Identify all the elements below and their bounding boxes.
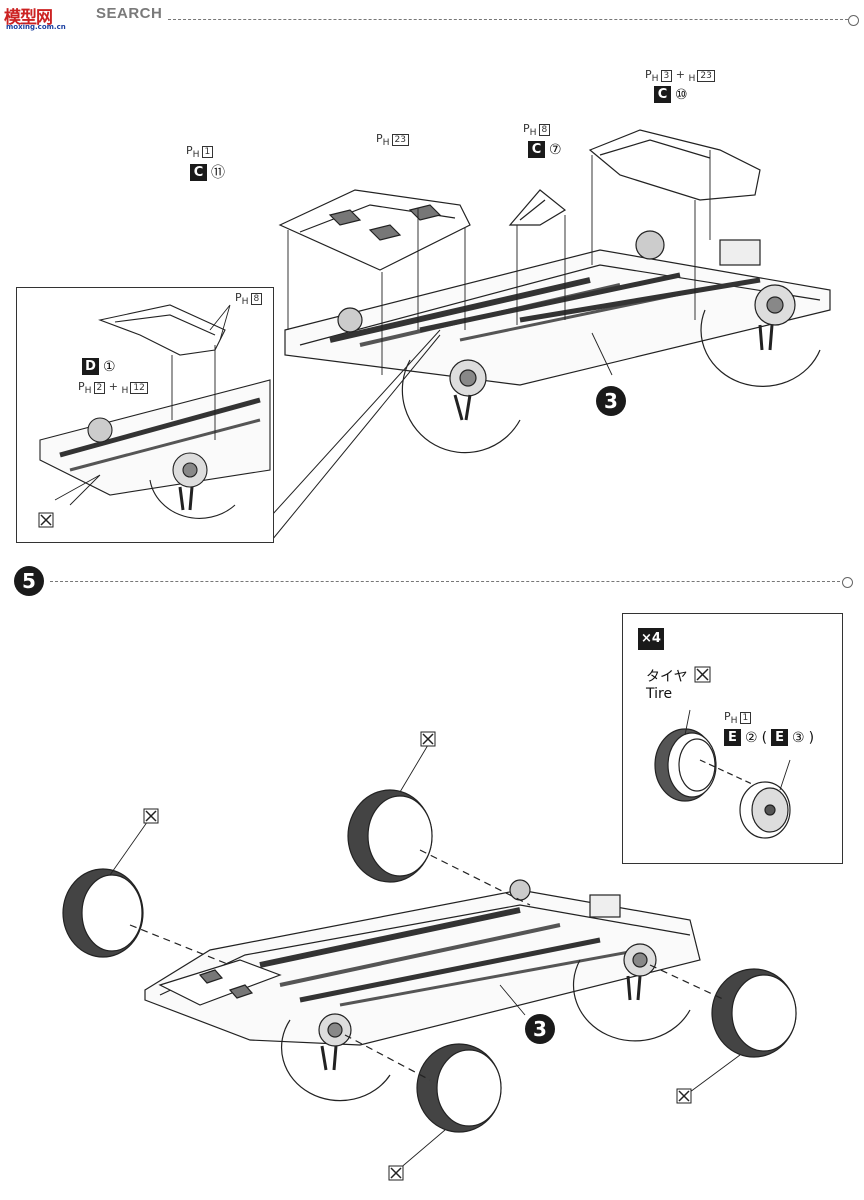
step-5-divider-end-circle	[842, 577, 853, 588]
no-glue-icon-3	[676, 1088, 692, 1104]
logo-chinese-text: 模型网	[4, 8, 53, 28]
brand-search-text: SEARCH	[96, 5, 163, 22]
step-5-dashed-divider	[50, 581, 840, 582]
tire-no-glue-icon	[694, 666, 711, 683]
inset-no-glue-icon	[38, 512, 54, 528]
step-5-marker: 5	[14, 566, 44, 596]
page-header: 模型网 moxing.com.cn SEARCH	[0, 0, 864, 33]
header-divider-end-circle	[848, 15, 859, 26]
sub-assembly-3-marker: 3	[596, 386, 626, 416]
tire-english-label: Tire	[646, 686, 673, 702]
sub-assembly-3-marker-lower: 3	[525, 1014, 555, 1044]
tire-japanese-label: タイヤ	[646, 669, 688, 685]
upper-chassis-drawing	[271, 129, 831, 541]
site-logo: 模型网 moxing.com.cn	[4, 3, 76, 33]
inset-chassis-drawing	[39, 304, 271, 519]
logo-url-text: moxing.com.cn	[6, 23, 66, 31]
no-glue-icon-2	[420, 731, 436, 747]
no-glue-icon-4	[388, 1165, 404, 1181]
no-glue-icon-1	[143, 808, 159, 824]
header-dashed-divider	[168, 19, 848, 20]
quantity-x4-badge: ×4	[638, 628, 664, 650]
